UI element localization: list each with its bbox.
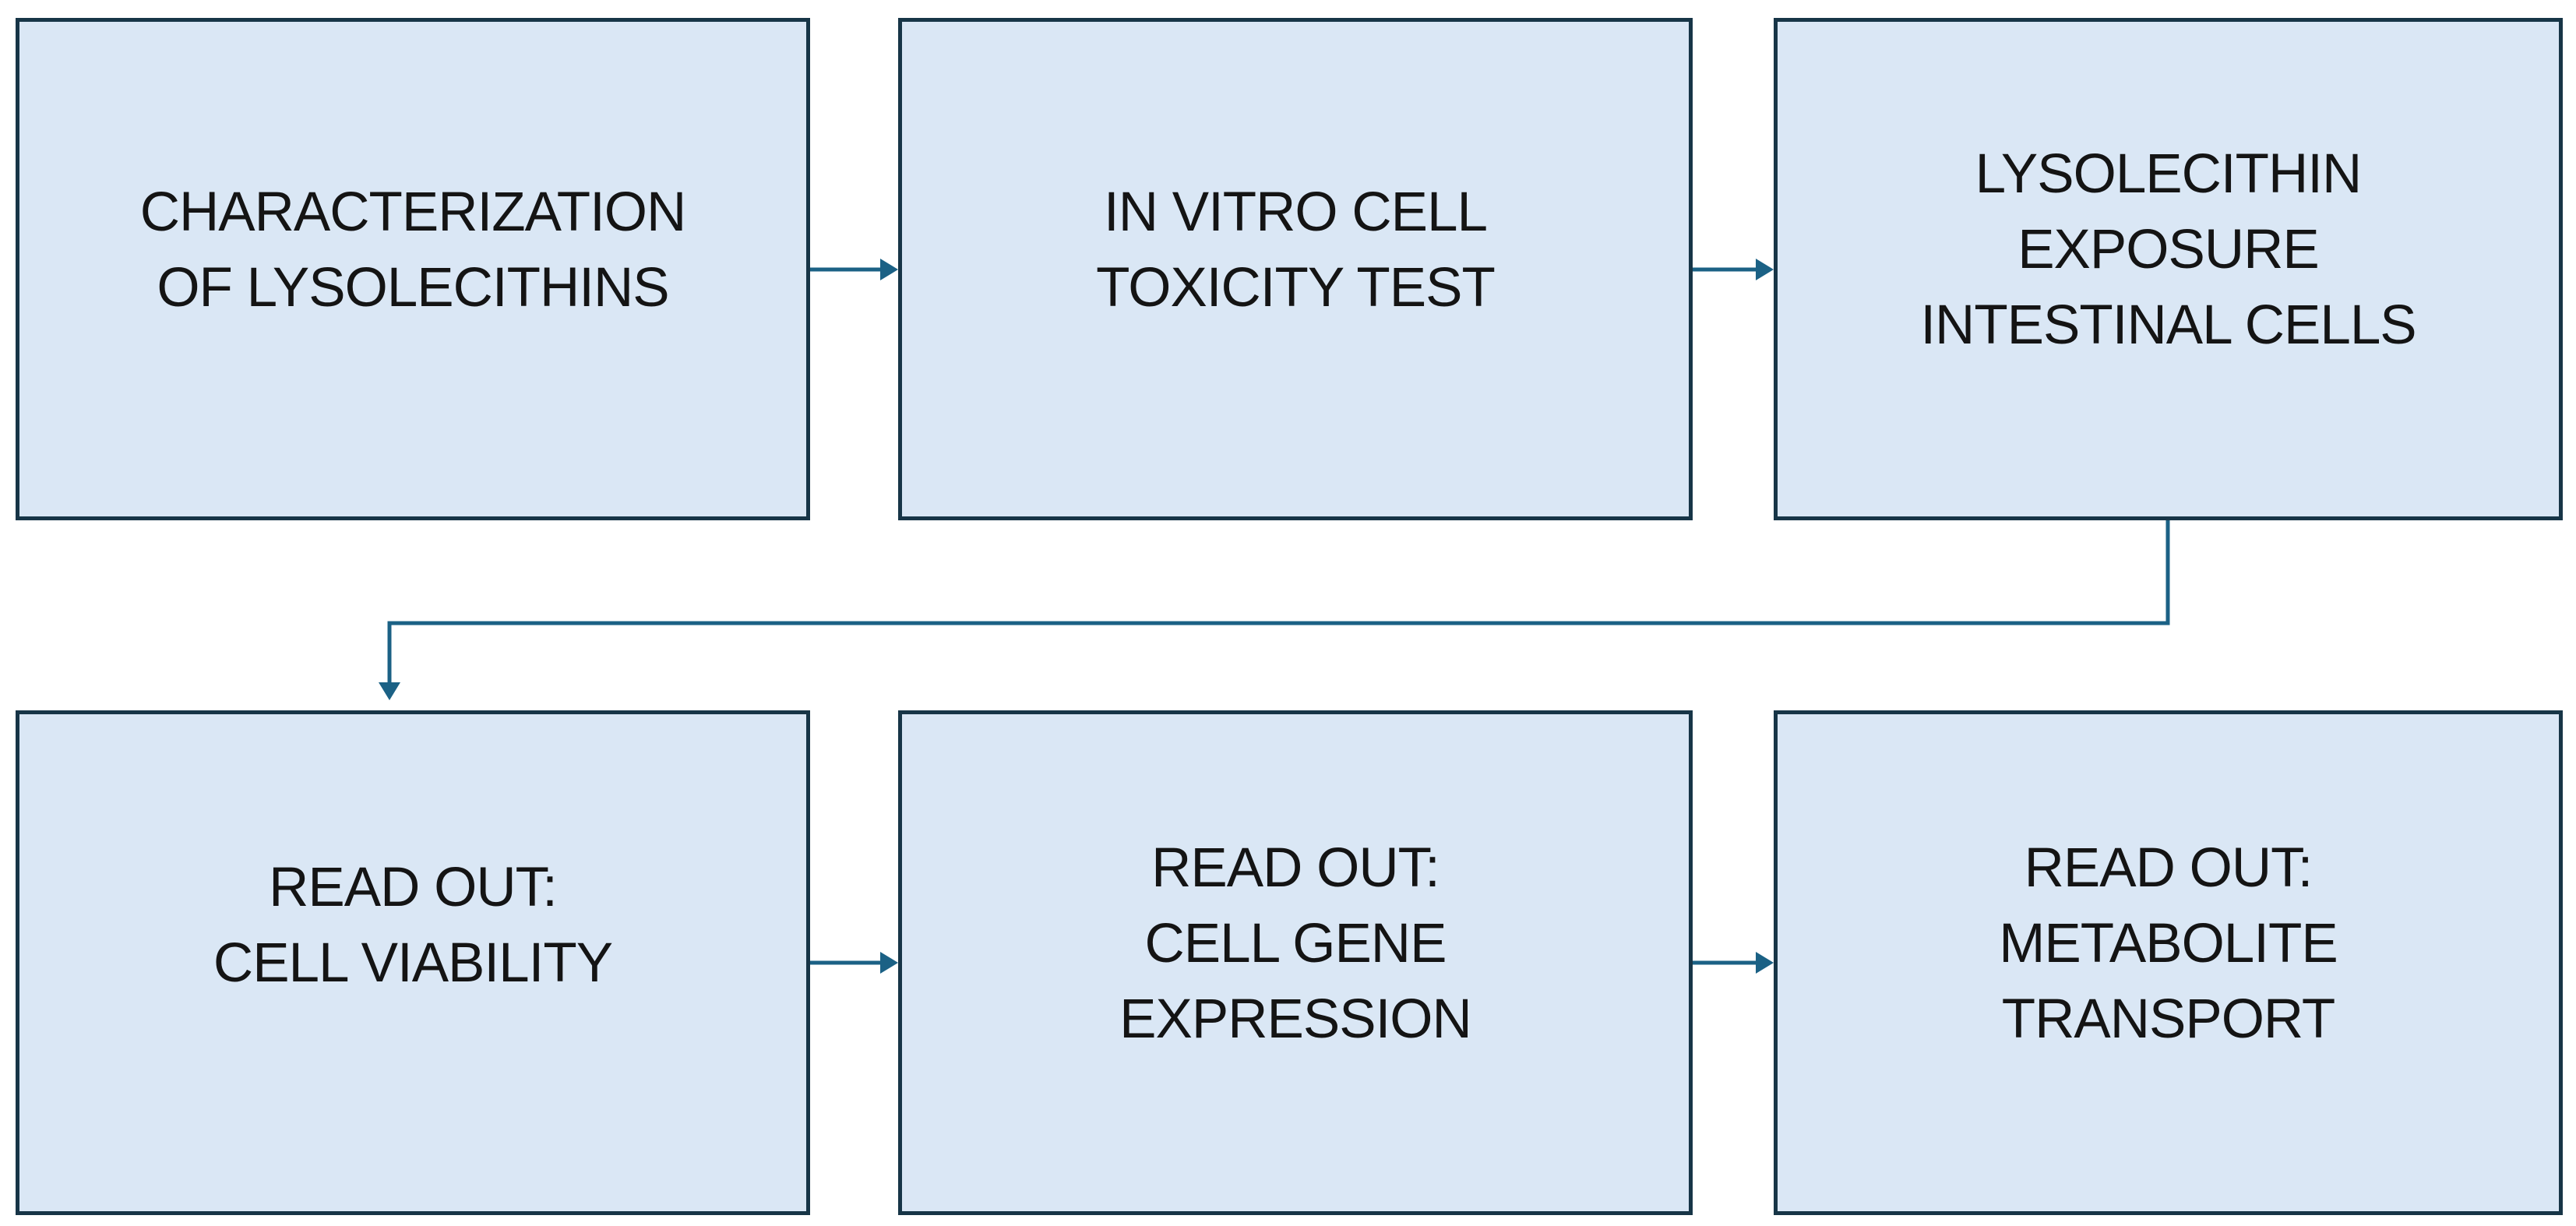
step-label-line: READ OUT: bbox=[1151, 837, 1440, 899]
arrow-step3-to-step4 bbox=[379, 520, 2170, 700]
arrow-step2-to-step3 bbox=[1693, 259, 1774, 280]
step-exposure-box: LYSOLECITHIN EXPOSURE INTESTINAL CELLS bbox=[1774, 18, 2563, 520]
step-label: LYSOLECITHIN EXPOSURE INTESTINAL CELLS bbox=[1920, 136, 2416, 363]
step-label-line: LYSOLECITHIN bbox=[1975, 143, 2363, 205]
step-label-line: READ OUT: bbox=[2024, 837, 2313, 899]
step-cell-viability-box: READ OUT: CELL VIABILITY bbox=[16, 710, 810, 1215]
step-label-line: TOXICITY TEST bbox=[1096, 256, 1496, 319]
step-label-line: CELL VIABILITY bbox=[213, 932, 613, 994]
arrow-step1-to-step2 bbox=[810, 259, 898, 280]
step-label: CHARACTERIZATION OF LYSOLECITHINS bbox=[139, 174, 687, 326]
step-label: IN VITRO CELL TOXICITY TEST bbox=[1096, 174, 1496, 326]
step-label: READ OUT: METABOLITE TRANSPORT bbox=[1999, 830, 2338, 1057]
step-label-line: OF LYSOLECITHINS bbox=[157, 256, 669, 319]
step-toxicity-test-box: IN VITRO CELL TOXICITY TEST bbox=[898, 18, 1693, 520]
step-label-line: EXPRESSION bbox=[1119, 988, 1472, 1050]
step-label-line: INTESTINAL CELLS bbox=[1920, 294, 2416, 356]
step-label-line: TRANSPORT bbox=[2001, 988, 2336, 1050]
step-label-line: METABOLITE bbox=[1999, 912, 2338, 974]
step-label: READ OUT: CELL GENE EXPRESSION bbox=[1119, 830, 1472, 1057]
step-label-line: CELL GENE bbox=[1144, 912, 1447, 974]
step-label: READ OUT: CELL VIABILITY bbox=[213, 850, 613, 1001]
step-label-line: IN VITRO CELL bbox=[1103, 181, 1488, 243]
arrow-step4-to-step5 bbox=[810, 952, 898, 974]
step-gene-expression-box: READ OUT: CELL GENE EXPRESSION bbox=[898, 710, 1693, 1215]
arrow-step5-to-step6 bbox=[1693, 952, 1774, 974]
step-label-line: CHARACTERIZATION bbox=[139, 181, 687, 243]
step-characterization-box: CHARACTERIZATION OF LYSOLECITHINS bbox=[16, 18, 810, 520]
step-metabolite-transport-box: READ OUT: METABOLITE TRANSPORT bbox=[1774, 710, 2563, 1215]
step-label-line: READ OUT: bbox=[269, 857, 558, 918]
step-label-line: EXPOSURE bbox=[2017, 219, 2320, 280]
